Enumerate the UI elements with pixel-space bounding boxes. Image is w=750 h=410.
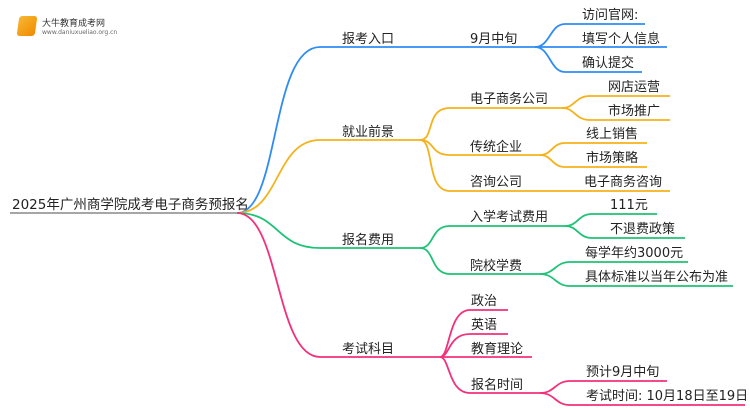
connector	[534, 46, 642, 73]
connector	[419, 139, 670, 192]
node-label[interactable]: 报名费用	[342, 232, 394, 248]
node-label[interactable]: 政治	[471, 294, 497, 309]
connector	[236, 139, 420, 214]
connector	[539, 154, 647, 168]
connector	[419, 107, 562, 141]
leaf-label[interactable]: 每学年约3000元	[585, 245, 683, 261]
connector	[439, 356, 540, 394]
node-label[interactable]: 教育理论	[471, 341, 523, 357]
leaf-label[interactable]: 不退费政策	[610, 221, 675, 237]
branch-registration-entry: 报考入口 9月中旬 访问官网: 填写个人信息 确认提交	[236, 7, 667, 214]
branch-exam-subjects: 考试科目 政治 英语 教育理论 报名时间 预计9月中旬 考试时间: 10月18日…	[236, 212, 748, 406]
root-node: 2025年广州商学院成考电子商务预报名	[12, 197, 249, 213]
connector	[564, 225, 685, 239]
node-label[interactable]: 咨询公司	[470, 175, 522, 190]
leaf-label[interactable]: 确认提交	[582, 55, 634, 71]
node-label[interactable]: 考试科目	[342, 342, 394, 357]
branch-registration-fees: 报名费用 入学考试费用 院校学费 111元 不退费政策 每学年约3000元 具体…	[236, 198, 733, 287]
branch-employment-prospects: 就业前景 电子商务公司 传统企业 咨询公司 网店运营 市场推广 线上销售 市场策…	[236, 80, 670, 214]
connector	[236, 212, 420, 249]
connector	[561, 107, 670, 121]
leaf-label[interactable]: 市场策略	[586, 150, 638, 166]
node-label[interactable]: 就业前景	[342, 124, 394, 140]
leaf-label[interactable]: 网店运营	[608, 80, 660, 95]
leaf-label[interactable]: 111元	[610, 198, 648, 213]
node-label[interactable]: 院校学费	[470, 258, 522, 274]
logo: 大牛教育成考网 www.daniuxueliao.org.cn	[16, 16, 118, 36]
node-label[interactable]: 电子商务公司	[470, 91, 548, 107]
connector	[236, 46, 440, 214]
connector	[539, 273, 733, 287]
node-label[interactable]: 英语	[471, 318, 497, 333]
node-label[interactable]: 传统企业	[470, 139, 522, 155]
node-label[interactable]: 报名时间	[471, 377, 523, 393]
leaf-label[interactable]: 填写个人信息	[582, 31, 660, 47]
leaf-label[interactable]: 具体标准以当年公布为准	[585, 270, 728, 285]
node-label[interactable]: 报考入口	[342, 32, 394, 47]
leaf-label[interactable]: 电子商务咨询	[584, 174, 662, 190]
leaf-label[interactable]: 访问官网:	[582, 7, 638, 23]
connector	[236, 212, 440, 358]
node-label[interactable]: 9月中旬	[470, 32, 517, 47]
connector	[419, 225, 565, 249]
connector	[419, 247, 540, 275]
leaf-label[interactable]: 预计9月中旬	[586, 365, 659, 380]
logo-url: www.daniuxueliao.org.cn	[42, 29, 118, 36]
connector	[539, 392, 745, 406]
leaf-label[interactable]: 考试时间: 10月18日至19日	[586, 389, 748, 404]
logo-title: 大牛教育成考网	[42, 19, 106, 29]
node-label[interactable]: 入学考试费用	[470, 209, 548, 225]
leaf-label[interactable]: 线上销售	[586, 126, 638, 142]
leaf-label[interactable]: 市场推广	[608, 103, 660, 119]
